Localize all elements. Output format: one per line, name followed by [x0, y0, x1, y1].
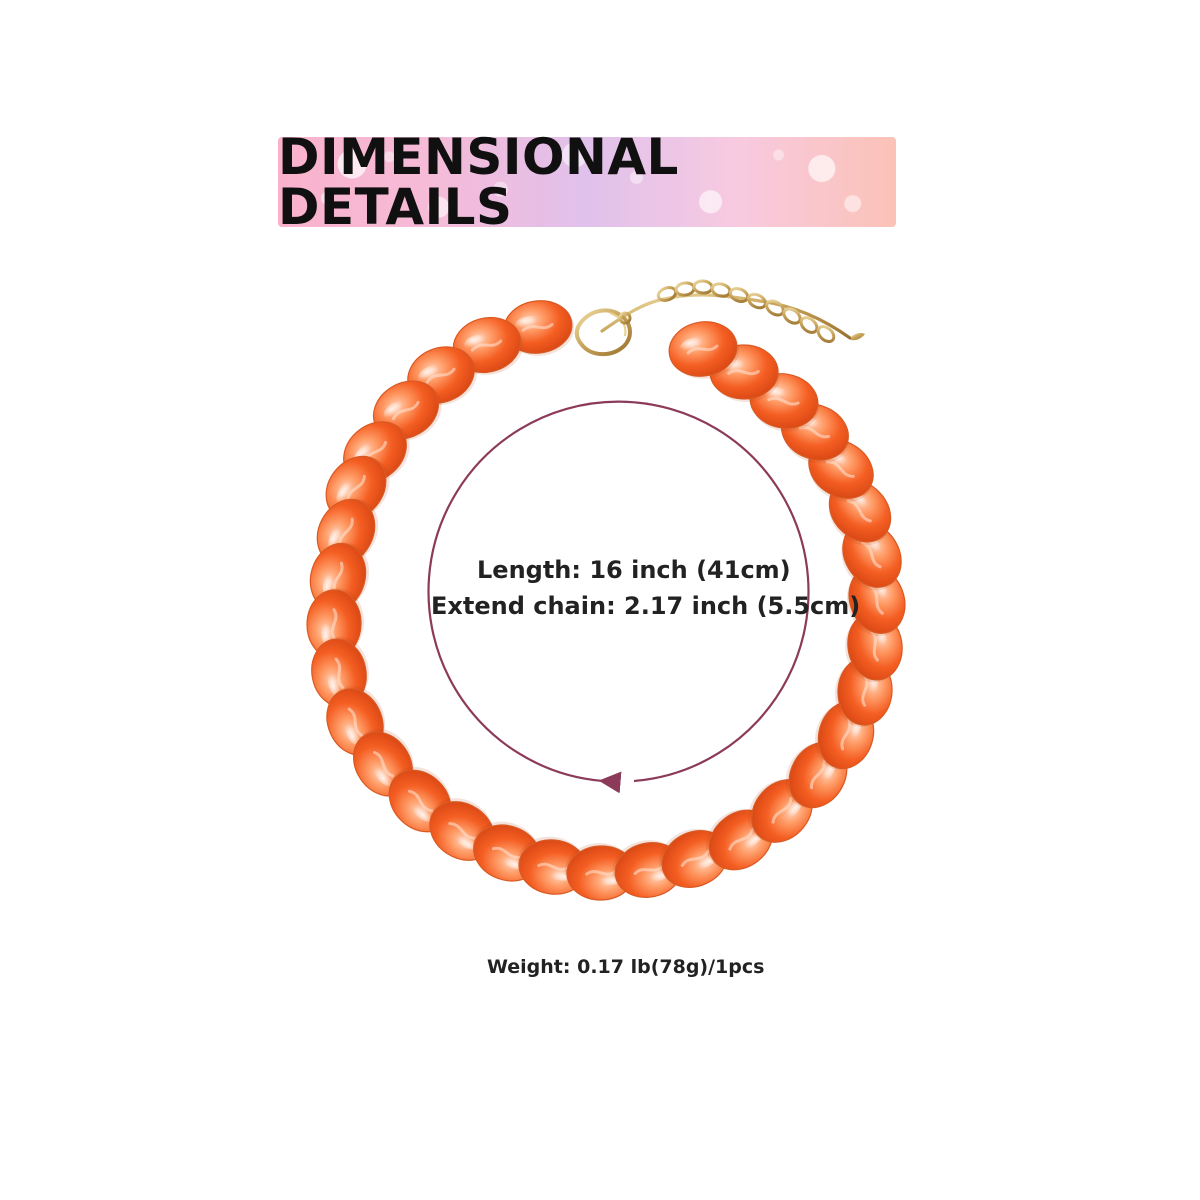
bead-shine: [336, 479, 358, 504]
bead: [306, 588, 365, 659]
chain-link: [728, 286, 750, 304]
bead-marbling: [870, 629, 880, 662]
bead-marbling: [521, 322, 554, 332]
beads: [306, 300, 906, 901]
chain-end-tip: [851, 333, 865, 341]
bead-marbling: [346, 474, 366, 503]
bead-marbling: [537, 862, 570, 871]
chain-link: [782, 307, 802, 325]
bead-shine: [453, 829, 479, 850]
bead-marbling: [846, 499, 872, 523]
bead-marbling: [840, 718, 852, 751]
bead-marbling: [868, 584, 884, 615]
bead-marbling: [686, 344, 719, 355]
bead-shine: [383, 399, 410, 420]
bead-shine: [410, 798, 434, 822]
bead-shine: [373, 760, 394, 786]
bead-marbling: [680, 849, 710, 868]
bead-marbling: [334, 657, 345, 690]
bead-marbling: [448, 822, 478, 840]
bead-marbling: [585, 869, 618, 876]
chain-link: [799, 316, 819, 334]
bead: [503, 300, 575, 356]
bead-marbling: [861, 674, 869, 707]
title-banner: DIMENSIONAL DETAILS: [278, 128, 896, 236]
chain-link: [816, 325, 836, 343]
bead-marbling: [633, 863, 666, 875]
bead-marbling: [767, 396, 800, 406]
bead-marbling: [810, 759, 826, 790]
chain-link: [747, 292, 767, 310]
bead-marbling: [771, 797, 793, 824]
bead-marbling: [330, 608, 338, 641]
bead-marbling: [408, 789, 434, 813]
chain-link: [692, 279, 714, 295]
bead-marbling: [491, 846, 524, 859]
bead-shine: [780, 796, 802, 821]
extension-chain: [558, 279, 865, 357]
bead-marbling: [470, 339, 503, 352]
bead-marbling: [825, 460, 855, 478]
bead-marbling: [728, 828, 754, 851]
bead-shine: [344, 717, 363, 745]
chain-link: [656, 286, 678, 302]
bead-marbling: [727, 369, 760, 376]
bead-shine: [418, 364, 446, 383]
bead-marbling: [332, 561, 344, 594]
chain-links: [656, 279, 836, 343]
measurement-circle: [427, 400, 810, 794]
bead-marbling: [861, 541, 882, 569]
bead: [668, 321, 740, 379]
bead-marbling: [373, 750, 395, 778]
bead-marbling: [347, 707, 364, 738]
chain-link: [674, 281, 696, 297]
extension-chain-icon: [600, 293, 852, 340]
bead: [841, 522, 902, 591]
measurement-arrow-icon: [427, 400, 810, 794]
bead-marbling: [425, 367, 456, 384]
bead-marbling: [391, 400, 420, 421]
page-title: DIMENSIONAL DETAILS: [278, 128, 679, 236]
bead-marbling: [798, 426, 831, 439]
